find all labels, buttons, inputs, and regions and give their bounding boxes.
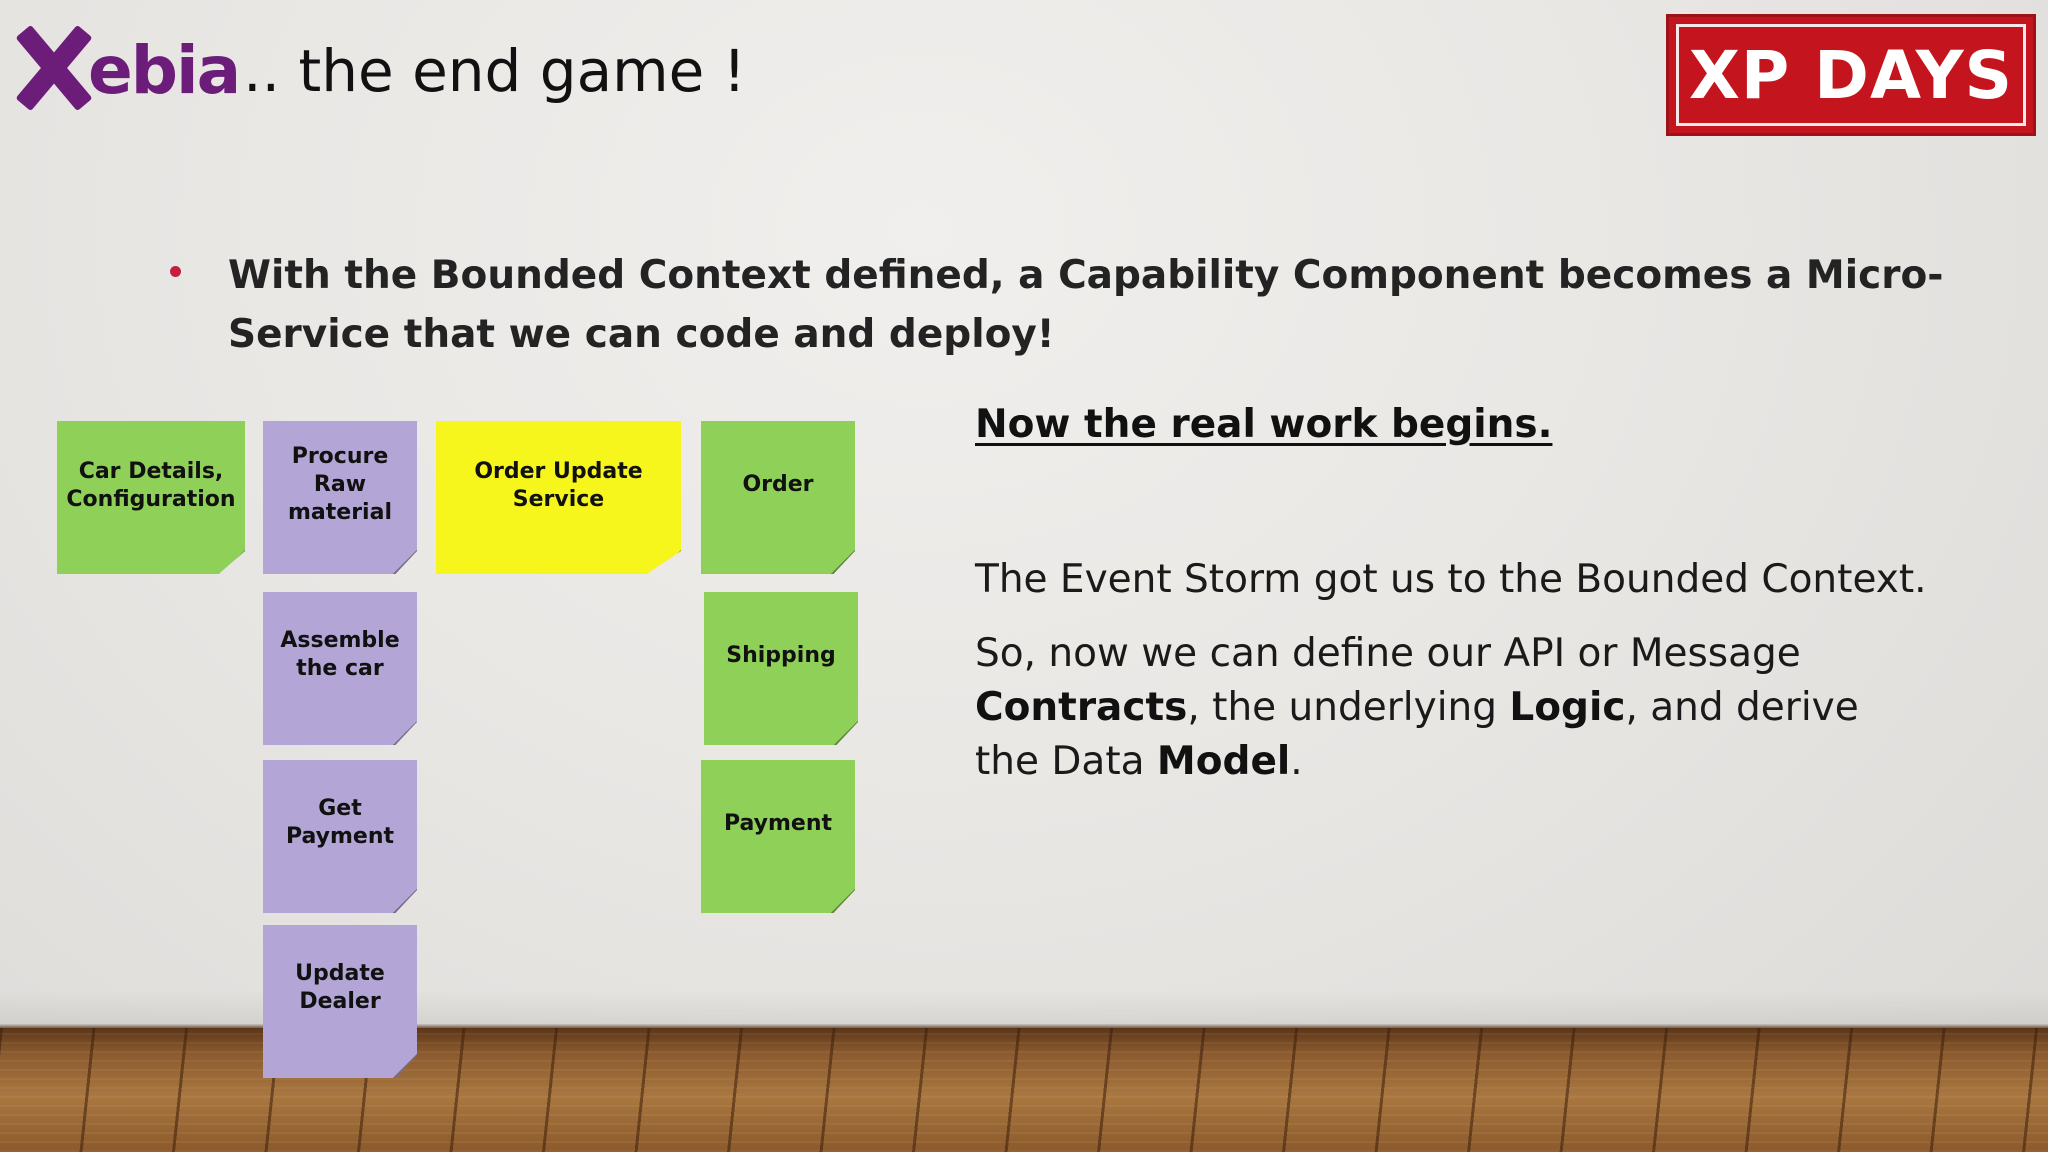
- note-curl: [831, 889, 855, 913]
- note-line: the car: [296, 656, 384, 681]
- note-line: Order: [742, 472, 814, 497]
- section-heading: Now the real work begins.: [975, 402, 1553, 447]
- sticky-note-shipping: Shipping: [704, 592, 858, 745]
- note-curl: [393, 550, 417, 574]
- note-curl: [831, 550, 855, 574]
- sticky-note-assemble-the-car: Assemble the car: [263, 592, 417, 745]
- note-line: Shipping: [726, 643, 836, 668]
- bold-logic: Logic: [1509, 685, 1626, 730]
- note-line: Update: [295, 961, 385, 986]
- note-line: Service: [512, 487, 605, 512]
- sticky-note-payment: Payment: [701, 760, 855, 913]
- note-line: Get: [318, 796, 362, 821]
- note-curl: [221, 550, 245, 574]
- note-curl: [657, 550, 681, 574]
- note-line: Assemble: [280, 628, 400, 653]
- xebia-logo-text: ebia: [88, 32, 241, 109]
- note-curl: [393, 721, 417, 745]
- note-line: Car Details,: [78, 459, 224, 484]
- sticky-note-car-details: Car Details, Configuration: [57, 421, 245, 574]
- note-line: Configuration: [66, 487, 236, 512]
- sticky-note-order: Order: [701, 421, 855, 574]
- xp-days-badge: XP DAYS: [1666, 14, 2036, 136]
- floor-edge: [0, 1024, 2048, 1030]
- xp-days-badge-frame: XP DAYS: [1676, 24, 2026, 126]
- xebia-x-logo-icon: [12, 24, 94, 112]
- note-line: Procure: [291, 444, 389, 469]
- paragraph-contracts: So, now we can define our API or Message…: [975, 631, 1859, 784]
- note-line: Payment: [285, 824, 395, 849]
- note-line: Dealer: [299, 989, 381, 1014]
- note-line: material: [288, 500, 392, 525]
- bold-contracts: Contracts: [975, 685, 1188, 730]
- note-curl: [393, 889, 417, 913]
- bold-model: Model: [1156, 739, 1291, 784]
- xp-days-badge-text: XP DAYS: [1688, 36, 2014, 114]
- note-curl: [834, 721, 858, 745]
- note-line: Order Update: [474, 459, 643, 484]
- bullet-dot-icon: [170, 266, 181, 277]
- note-line: Raw: [313, 472, 367, 497]
- paragraph-event-storm: The Event Storm got us to the Bounded Co…: [975, 557, 1927, 602]
- note-line: Payment: [723, 811, 833, 836]
- title-bar: ebia .. the end game !: [12, 14, 747, 112]
- slide-title-suffix: .. the end game !: [243, 37, 747, 105]
- bullet-text: With the Bounded Context defined, a Capa…: [228, 253, 1944, 357]
